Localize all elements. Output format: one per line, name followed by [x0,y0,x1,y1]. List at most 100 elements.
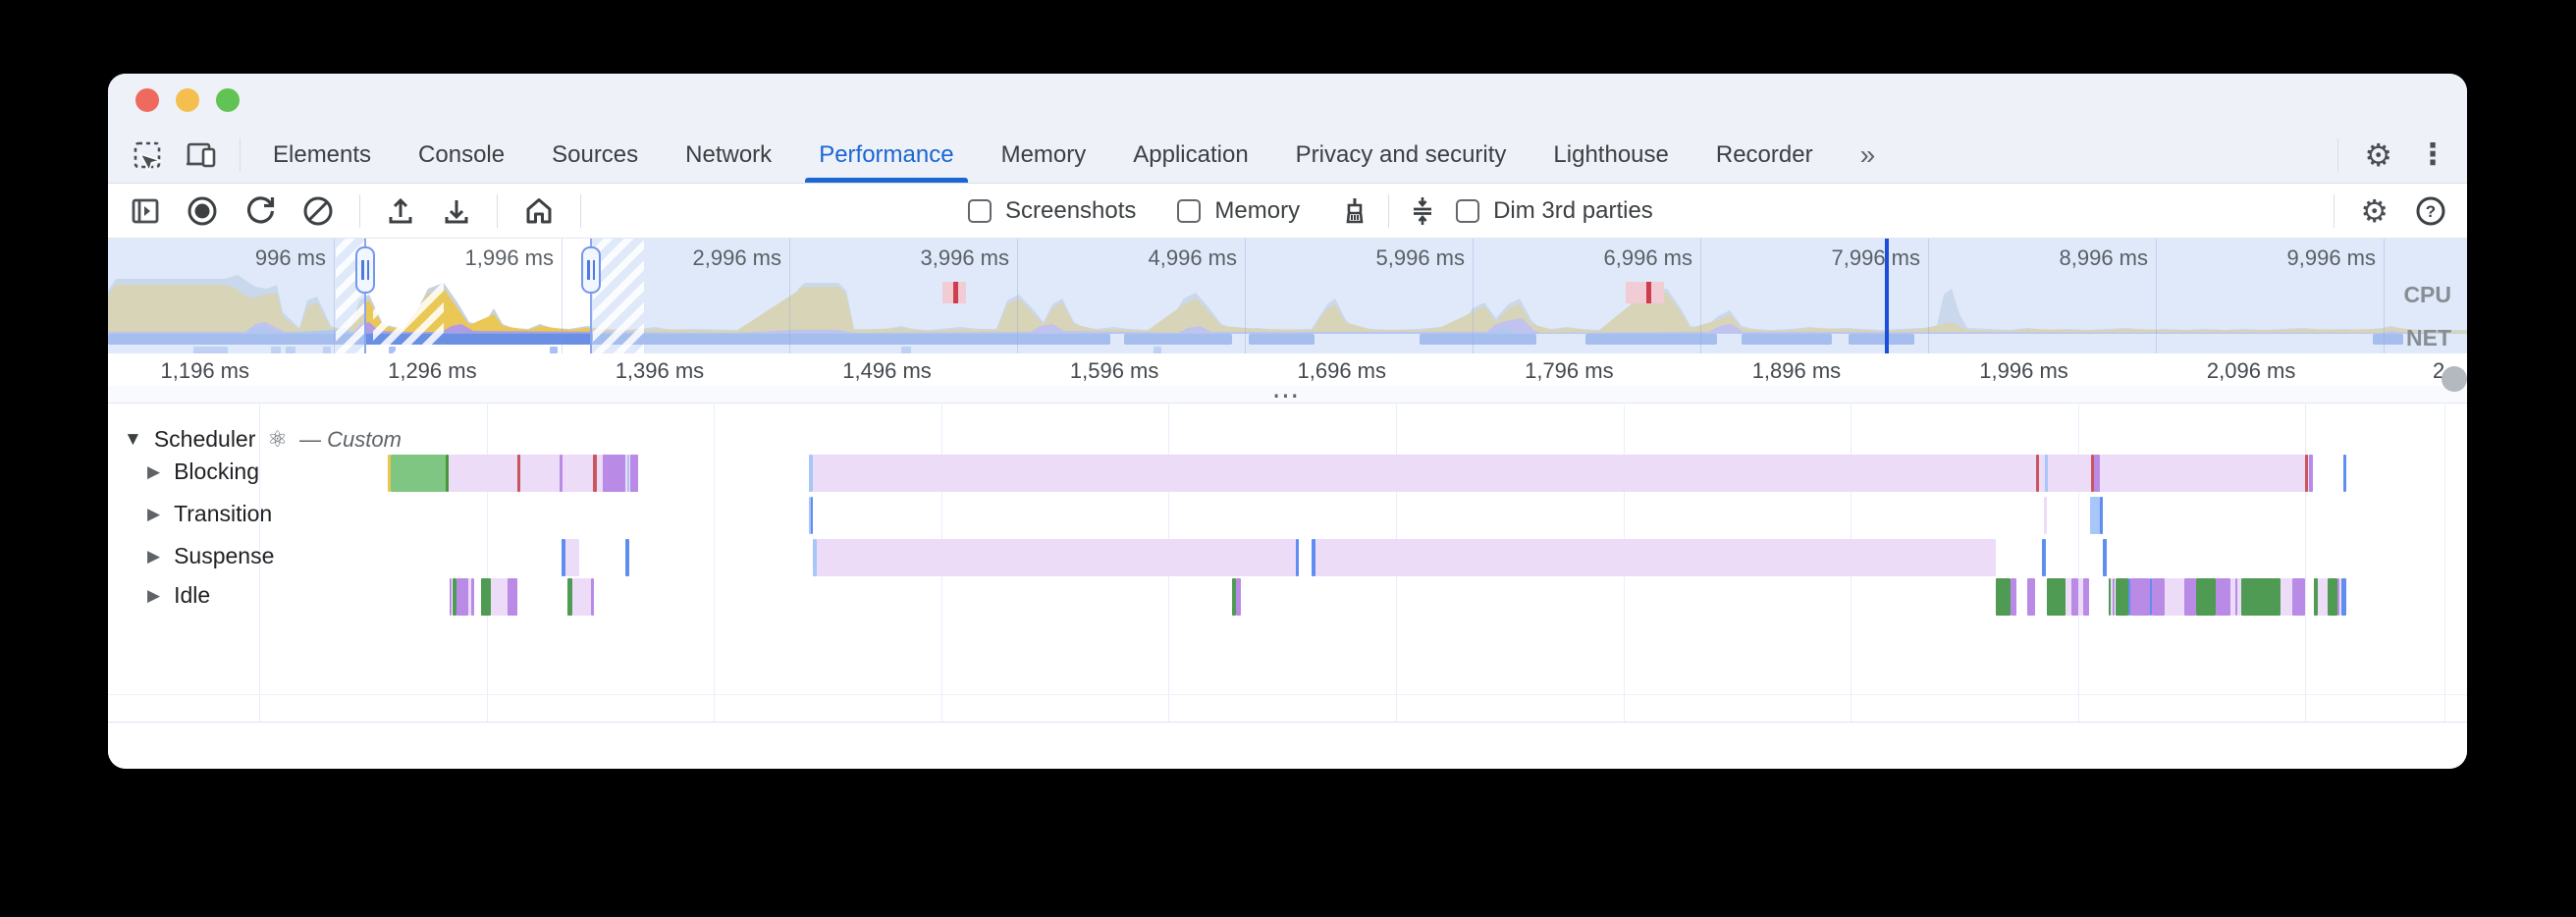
collapse-caret-icon[interactable]: ▼ [124,428,142,450]
track-row-transition[interactable]: ▶Transition [147,501,272,527]
flame-bar-idle[interactable] [2130,578,2150,616]
home-live-metrics-icon[interactable] [522,194,556,228]
flame-bar-transition[interactable] [2100,497,2103,534]
flame-bar-idle[interactable] [2128,578,2130,616]
flame-bar-idle[interactable] [2235,578,2237,616]
expand-caret-icon[interactable]: ▶ [147,585,161,605]
capture-settings-gear-icon[interactable]: ⚙ [2360,193,2388,229]
tab-elements[interactable]: Elements [273,141,372,168]
flame-bar-blocking[interactable] [2045,455,2048,492]
tab-privacy-and-security[interactable]: Privacy and security [1295,141,1507,168]
flame-bar-blocking[interactable] [813,455,2313,492]
flame-bar-idle[interactable] [2237,578,2241,616]
flame-bar-idle[interactable] [508,578,517,616]
device-toolbar-icon[interactable] [185,139,218,171]
flame-bar-suspense[interactable] [1296,539,1299,576]
flame-bar-suspense[interactable] [1315,539,1996,576]
flame-bar-idle[interactable] [468,578,471,616]
overview-handle-right[interactable] [581,246,601,294]
tab-application[interactable]: Application [1133,141,1249,168]
flame-bar-blocking[interactable] [2309,455,2313,492]
flame-bar-blocking[interactable] [2091,455,2094,492]
track-group-header[interactable]: ▼ Scheduler ⚛ — Custom [124,426,402,453]
flame-bar-idle[interactable] [2047,578,2066,616]
flame-bar-blocking[interactable] [2036,455,2039,492]
help-icon[interactable]: ? [2414,194,2447,228]
flame-bar-idle[interactable] [2071,578,2078,616]
flame-bar-idle[interactable] [2328,578,2337,616]
flame-bar-blocking[interactable] [809,455,813,492]
record-icon[interactable] [186,194,219,228]
flame-bar-blocking[interactable] [2305,455,2308,492]
flame-bar-transition[interactable] [809,497,811,534]
tab-recorder[interactable]: Recorder [1715,141,1813,168]
overview-handle-left[interactable] [355,246,375,294]
flame-bar-transition[interactable] [811,497,813,534]
flame-bar-idle[interactable] [2292,578,2305,616]
flame-bar-idle[interactable] [2165,578,2184,616]
inspect-element-icon[interactable] [132,139,163,171]
flame-bar-idle[interactable] [2083,578,2089,616]
flame-bar-idle[interactable] [2078,578,2083,616]
flame-bar-idle[interactable] [1996,578,2011,616]
expand-caret-icon[interactable]: ▶ [147,461,161,481]
flame-bar-suspense[interactable] [562,539,565,576]
flame-bar-idle[interactable] [2150,578,2152,616]
flame-bar-suspense[interactable] [817,539,1296,576]
flame-bar-suspense[interactable] [2103,539,2107,576]
flame-bar-idle[interactable] [2241,578,2281,616]
flame-bar-idle[interactable] [2314,578,2318,616]
flame-bar-blocking[interactable] [560,455,563,492]
flame-bar-idle[interactable] [2011,578,2016,616]
playhead-cursor[interactable] [1885,239,1889,353]
flame-bar-idle[interactable] [491,578,508,616]
flame-bar-idle[interactable] [450,578,452,616]
flame-bar-blocking[interactable] [630,455,638,492]
flame-bar-idle[interactable] [2184,578,2196,616]
flame-bar-idle[interactable] [2027,578,2035,616]
flame-bar-blocking[interactable] [603,455,625,492]
track-row-blocking[interactable]: ▶Blocking [147,458,259,485]
flame-bar-idle[interactable] [481,578,491,616]
panel-resize-grip[interactable]: ⋯ [108,380,2467,410]
settings-gear-icon[interactable]: ⚙ [2364,137,2392,173]
flame-bar-idle[interactable] [2111,578,2113,616]
tab-console[interactable]: Console [418,141,506,168]
flame-bar-idle[interactable] [2113,578,2115,616]
flame-bar-idle[interactable] [2341,578,2346,616]
flame-bar-blocking[interactable] [2343,455,2346,492]
close-window-button[interactable] [135,88,159,112]
flame-bar-idle[interactable] [567,578,572,616]
upload-profile-icon[interactable] [385,195,416,227]
flame-bar-suspense[interactable] [565,539,579,576]
screenshots-checkbox[interactable] [968,199,992,223]
flame-bar-transition[interactable] [2044,497,2047,534]
minimize-window-button[interactable] [176,88,199,112]
flame-bar-blocking[interactable] [391,455,446,492]
garbage-collect-icon[interactable] [1339,195,1370,227]
flame-bar-idle[interactable] [591,578,594,616]
flame-bar-idle[interactable] [572,578,591,616]
flame-bar-idle[interactable] [1236,578,1241,616]
track-row-suspense[interactable]: ▶Suspense [147,543,274,569]
flame-bar-idle[interactable] [453,578,456,616]
flame-bar-idle[interactable] [2109,578,2111,616]
memory-checkbox[interactable] [1177,199,1202,223]
flame-bar-idle[interactable] [2066,578,2071,616]
flame-bar-suspense[interactable] [2042,539,2046,576]
flame-bar-blocking[interactable] [593,455,597,492]
dim-3rd-parties-checkbox[interactable] [1456,199,1480,223]
scrollbar-thumb[interactable] [2442,366,2467,392]
flame-bar-blocking[interactable] [2094,455,2100,492]
tab-lighthouse[interactable]: Lighthouse [1553,141,1669,168]
flame-bar-suspense[interactable] [1312,539,1315,576]
flame-bar-idle[interactable] [2281,578,2292,616]
flame-bar-suspense[interactable] [813,539,817,576]
flame-bar-idle[interactable] [2216,578,2230,616]
flame-bar-blocking[interactable] [388,455,391,492]
flame-bar-idle[interactable] [2337,578,2339,616]
flame-bar-blocking[interactable] [627,455,629,492]
flame-bar-idle[interactable] [456,578,468,616]
flame-bar-idle[interactable] [2339,578,2341,616]
